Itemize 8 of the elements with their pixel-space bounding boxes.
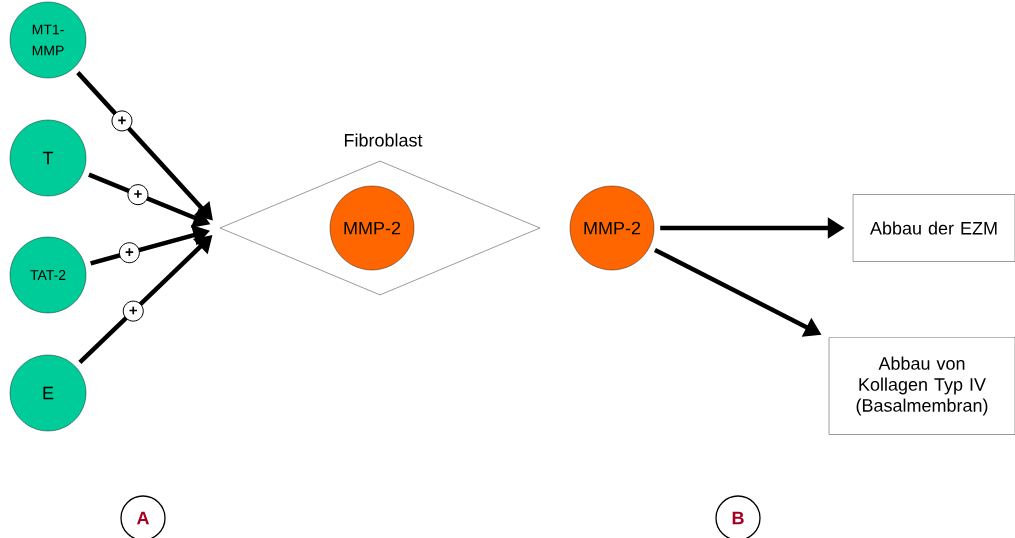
plus-sign: + <box>111 110 133 132</box>
plus-sign: + <box>122 300 144 322</box>
cell-label: Fibroblast <box>344 133 423 147</box>
plus-sign: + <box>118 242 140 264</box>
cell-diamond <box>219 160 541 296</box>
result-box: Abbau von Kollagen Typ IV (Basalmembran) <box>828 337 1015 435</box>
result-box: Abbau der EZM <box>852 194 1015 262</box>
plus-sign: + <box>127 184 149 206</box>
